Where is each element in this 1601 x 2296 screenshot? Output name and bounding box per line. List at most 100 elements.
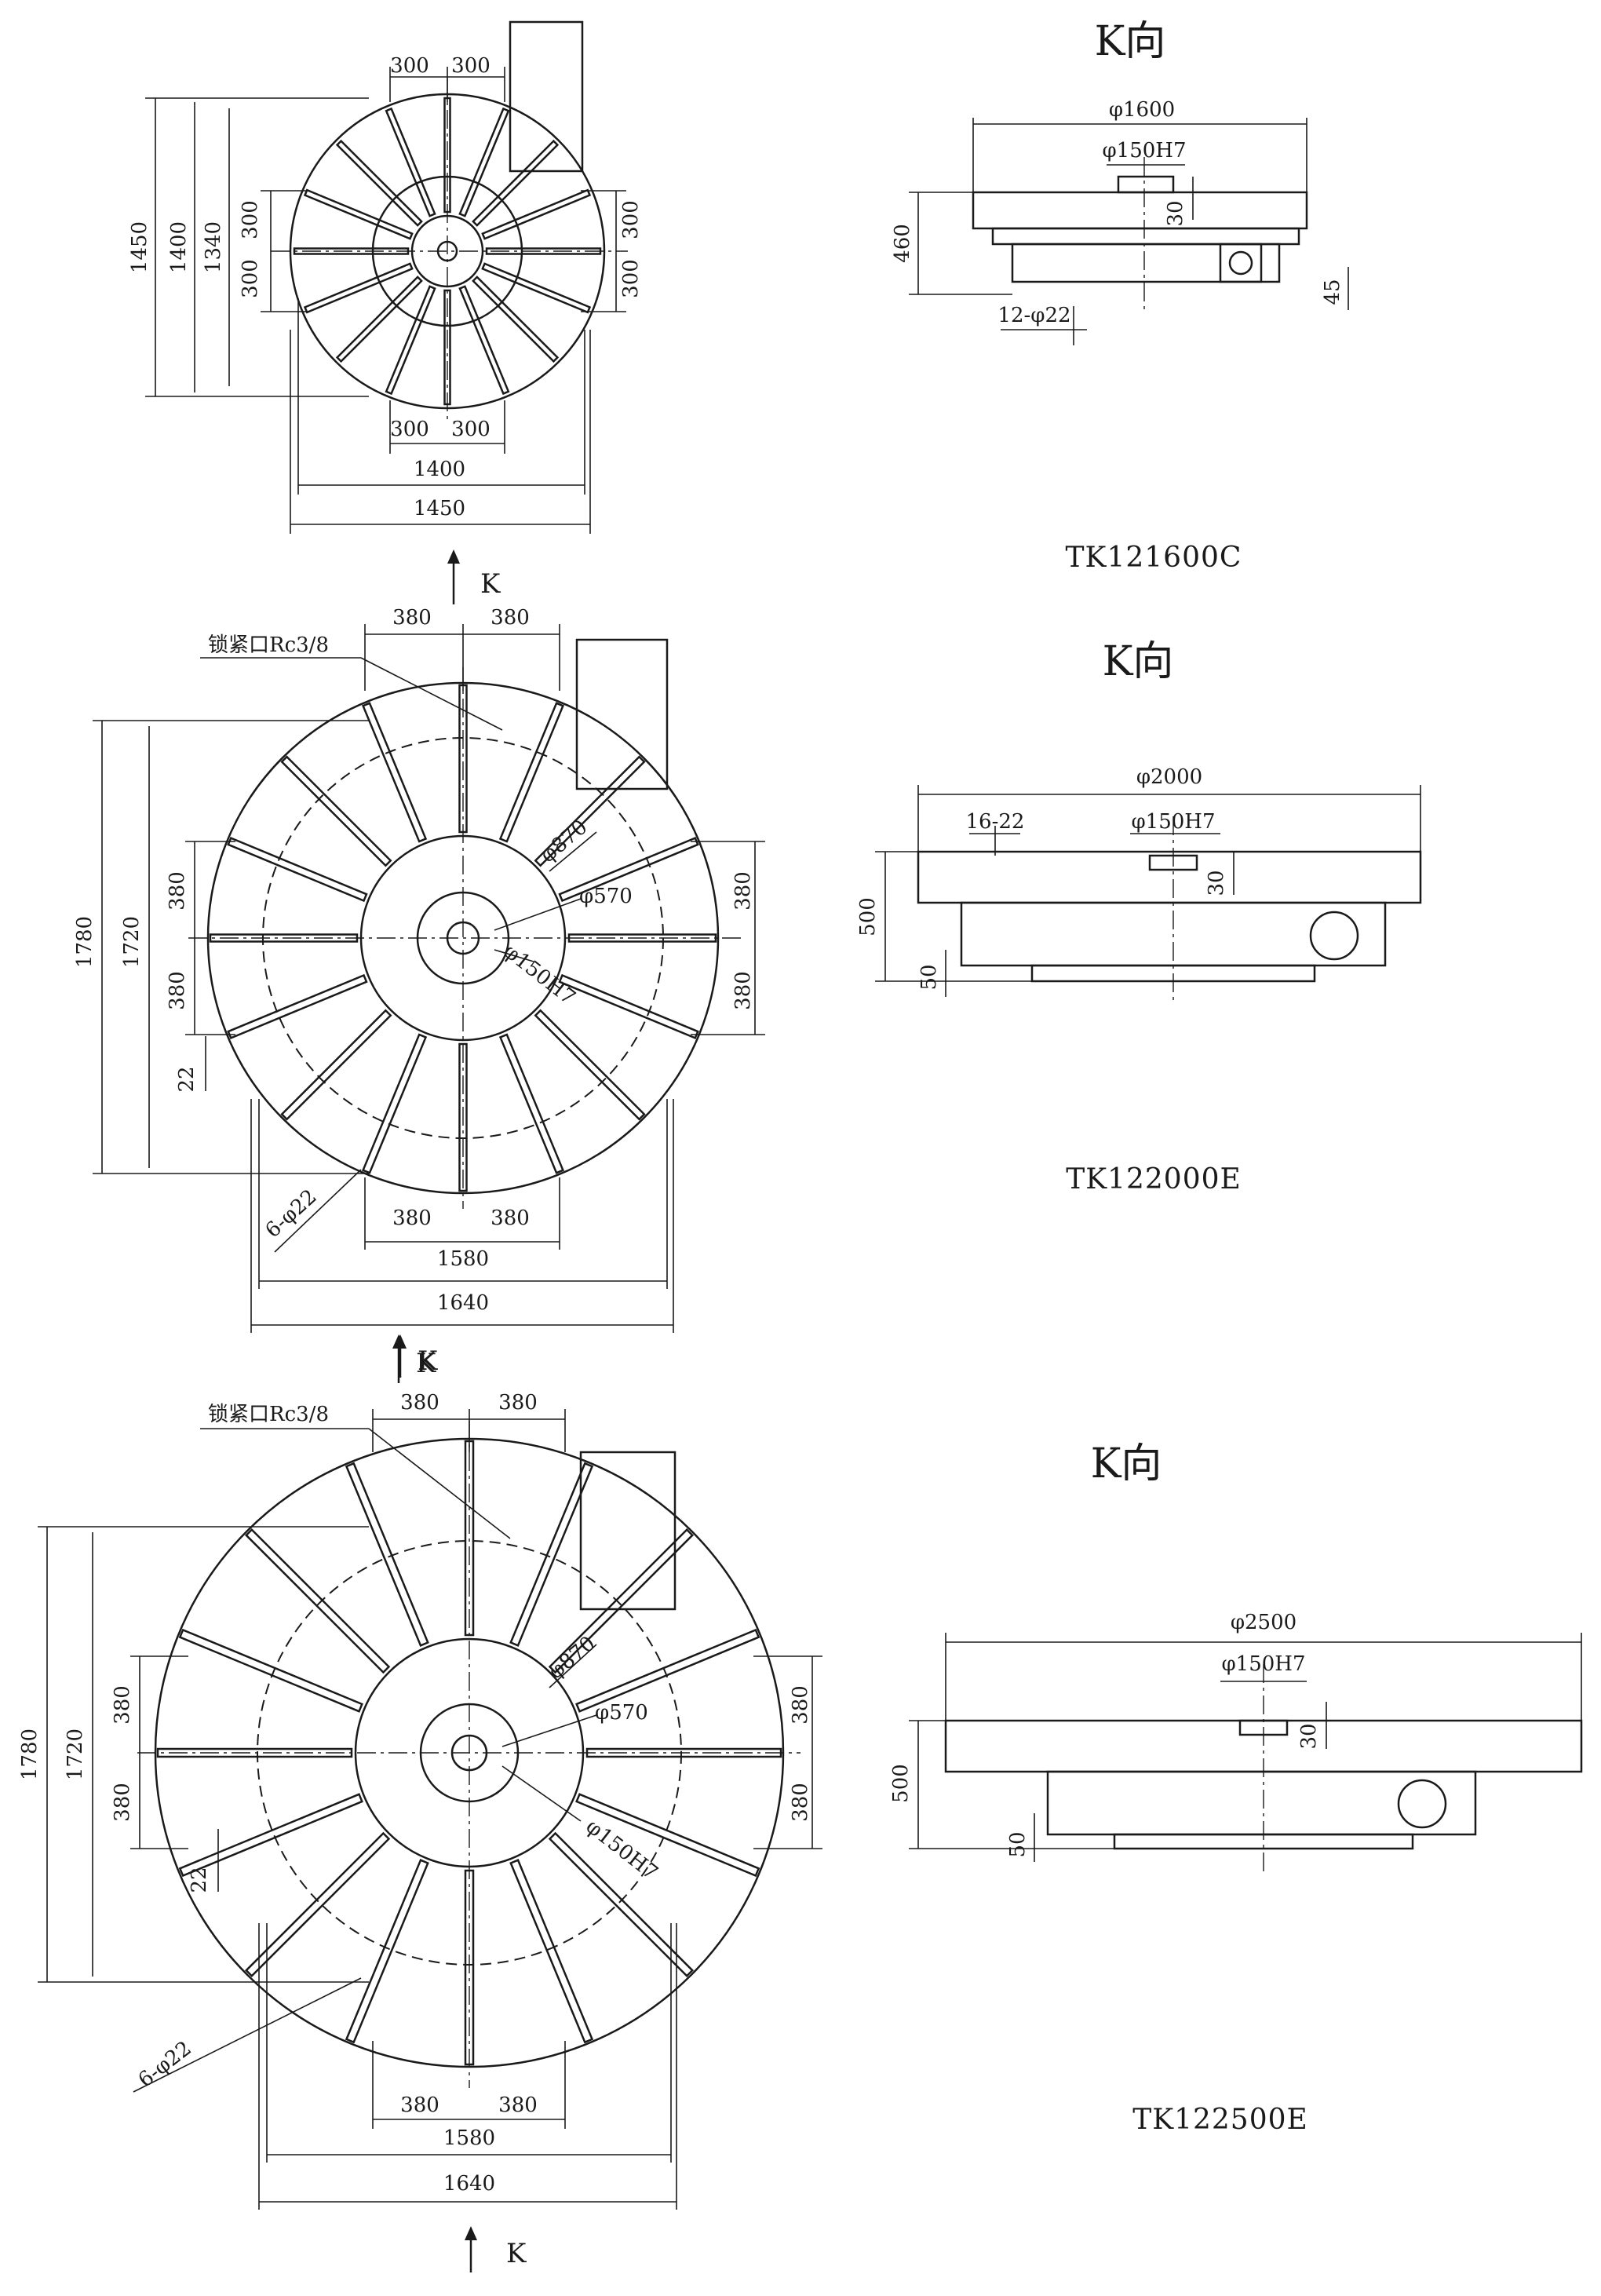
dim-left-small: 22 <box>175 1066 199 1092</box>
side-dimensions-2: φ2000 φ150H7 16-22 30 500 50 <box>856 765 1421 997</box>
t-slot <box>345 1859 429 2044</box>
table-base <box>1011 243 1281 283</box>
t-slot <box>548 1528 695 1674</box>
center-slot <box>1117 175 1175 194</box>
motor <box>1309 911 1359 961</box>
t-slot <box>303 188 414 240</box>
k-arrow-3-top: K <box>392 1334 436 1383</box>
side-dimensions-3: φ2500 φ150H7 30 500 50 <box>889 1611 1582 1862</box>
dim-bottom-left: 380 <box>400 2093 439 2117</box>
drive-housing <box>579 1451 677 1611</box>
model-label: TK122500E <box>1132 2104 1308 2136</box>
dim-right-upper: 380 <box>789 1685 812 1725</box>
dim-bottom-right: 380 <box>491 1206 530 1230</box>
t-slot <box>575 1628 760 1713</box>
dim-diameter: φ1600 <box>1109 98 1175 122</box>
dim-left-small: 22 <box>188 1867 211 1893</box>
dim-bore: φ150H7 <box>1102 139 1186 162</box>
dim-slot-depth: 30 <box>1164 200 1187 226</box>
t-slot <box>361 702 428 843</box>
dim-base: 45 <box>1321 279 1344 305</box>
dim-base: 50 <box>1006 1831 1030 1857</box>
t-slot <box>509 1462 594 1647</box>
dim-left-upper: 300 <box>239 200 262 239</box>
t-slot <box>558 836 699 903</box>
dim-diameter: φ2000 <box>1136 765 1202 789</box>
dim-width-outer: 1640 <box>443 2172 495 2196</box>
dim-holes: 12-φ22 <box>997 304 1070 327</box>
plan-dimensions-2: 锁紧口Rc3/8 380 380 380 380 <box>73 606 765 1333</box>
dim-height-outer: 1780 <box>18 1728 42 1780</box>
k-arrow-label: K <box>418 1345 438 1377</box>
dim-top-left: 380 <box>392 606 432 630</box>
dim-width-outer: 1640 <box>437 1291 489 1315</box>
side-view-3: K向 φ2500 φ150H7 30 <box>889 1440 1583 2136</box>
t-slot <box>575 1793 760 1878</box>
dim-circle-b: φ570 <box>595 1701 648 1725</box>
t-slot <box>303 262 414 314</box>
dim-slots: 16-22 <box>966 810 1025 834</box>
dim-bottom-right: 300 <box>451 418 491 441</box>
dim-bottom-right: 380 <box>498 2093 538 2117</box>
dim-top-right: 380 <box>498 1391 538 1414</box>
t-slot <box>509 1859 594 2044</box>
k-arrow-label-bottom: K <box>506 2238 527 2269</box>
plan-geometry-1 <box>271 20 628 424</box>
t-slot <box>293 247 410 255</box>
drawing-tk122500e: 锁紧口Rc3/8 380 380 380 380 <box>18 1334 1583 2272</box>
lock-port-label: 锁紧口Rc3/8 <box>208 1403 329 1426</box>
dim-circle-b: φ570 <box>579 885 633 908</box>
t-slot <box>458 285 510 396</box>
t-slot <box>458 107 510 217</box>
dim-height-outer: 1780 <box>73 916 97 968</box>
dim-height-inner: 1720 <box>64 1728 87 1780</box>
dim-base: 50 <box>917 964 941 990</box>
dim-bore: φ150H7 <box>1221 1652 1305 1676</box>
t-slots <box>209 684 717 1192</box>
t-slot <box>534 1009 646 1121</box>
k-arrow-3-bottom: K <box>465 2226 527 2272</box>
t-slot <box>280 1009 392 1121</box>
dim-left-upper: 380 <box>111 1685 134 1725</box>
dim-slot-depth: 30 <box>1297 1723 1321 1749</box>
t-slot <box>464 1440 475 1637</box>
dim-top-left: 380 <box>400 1391 439 1414</box>
table-top <box>917 850 1422 904</box>
t-slot <box>548 1831 695 1978</box>
plan-geometry-3 <box>137 1421 800 2088</box>
k-view-title: K向 <box>1095 18 1166 65</box>
dim-diameter: φ2500 <box>1231 1611 1296 1634</box>
dim-height: 500 <box>856 897 880 936</box>
side-geometry-3 <box>944 1664 1583 1876</box>
t-slot <box>481 262 592 314</box>
t-slot <box>178 1628 363 1713</box>
side-geometry-2 <box>917 816 1422 1005</box>
dim-width-inner: 1400 <box>414 458 465 481</box>
t-slot <box>385 107 436 217</box>
t-slot <box>209 933 359 943</box>
dim-left-upper: 380 <box>166 871 189 911</box>
dim-top-right: 300 <box>451 54 491 78</box>
dim-holes: 6-φ22 <box>261 1185 322 1243</box>
k-arrow-label: K <box>480 568 501 600</box>
t-slot <box>178 1793 363 1878</box>
dim-top-right: 380 <box>491 606 530 630</box>
dim-height-outer: 1450 <box>128 221 151 273</box>
t-slot <box>481 188 592 240</box>
motor <box>1219 243 1263 283</box>
t-slot <box>385 285 436 396</box>
k-arrow-label: K <box>416 1348 436 1379</box>
dim-bore: φ150H7 <box>1131 810 1215 834</box>
dim-height-inner: 1720 <box>120 916 144 968</box>
t-slots <box>293 97 602 406</box>
dim-height: 460 <box>891 224 914 263</box>
dim-height: 500 <box>889 1764 913 1803</box>
dim-circle-a: φ870 <box>544 1632 600 1685</box>
t-slot <box>472 139 560 227</box>
t-slot <box>335 276 423 363</box>
dim-height-inner: 1340 <box>202 221 225 273</box>
table-top <box>972 191 1308 230</box>
k-view-title: K向 <box>1091 1440 1162 1487</box>
plan-dimensions-3: 锁紧口Rc3/8 380 380 380 380 <box>18 1391 822 2210</box>
